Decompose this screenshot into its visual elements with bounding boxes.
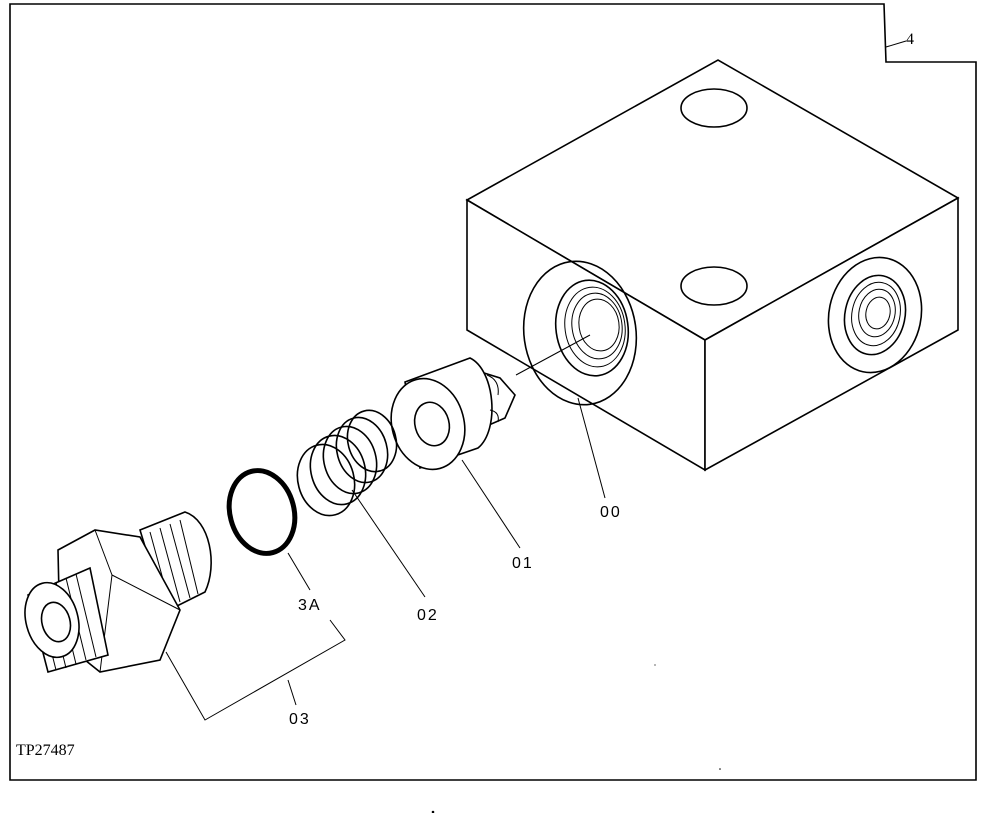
- spring: [296, 409, 398, 517]
- leader-02: [351, 489, 426, 598]
- callout-02: 02: [417, 607, 439, 624]
- callout-03: 03: [289, 711, 311, 728]
- leader-00: [577, 397, 606, 499]
- poppet: [390, 357, 516, 471]
- o-ring: [226, 468, 298, 556]
- plug-fitting: [24, 511, 212, 673]
- leader-3A: [287, 552, 311, 591]
- figure-reference-code: TP27487: [16, 742, 75, 759]
- valve-housing-block: [465, 59, 960, 472]
- callout-00: 00: [600, 504, 622, 521]
- leader-03-bracket: [165, 619, 346, 721]
- drawing-border: [9, 3, 977, 781]
- callout-01: 01: [512, 555, 534, 572]
- leader-01: [461, 459, 521, 549]
- sheet-index-number: 4: [906, 31, 914, 48]
- callout-3A: 3A: [298, 597, 322, 614]
